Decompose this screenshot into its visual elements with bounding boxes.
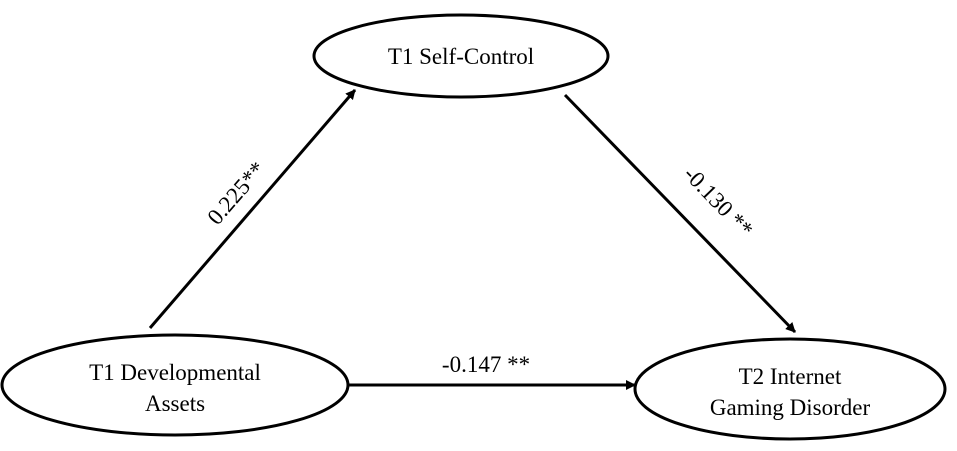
node-self-control-label: T1 Self-Control bbox=[388, 44, 534, 69]
edge-self-control-to-gaming bbox=[563, 93, 797, 334]
edge-label-self-control-to-gaming: -0.130 ** bbox=[679, 161, 758, 242]
node-self-control: T1 Self-Control bbox=[312, 13, 610, 99]
node-developmental-assets: T1 Developmental Assets bbox=[0, 333, 350, 437]
node-internet-gaming-disorder: T2 Internet Gaming Disorder bbox=[633, 337, 947, 441]
node-internet-gaming-disorder-label-line2: Gaming Disorder bbox=[710, 395, 871, 420]
edge-label-assets-to-self-control: 0.225** bbox=[202, 157, 270, 230]
node-internet-gaming-disorder-label-line1: T2 Internet bbox=[739, 364, 842, 389]
node-developmental-assets-label-line1: T1 Developmental bbox=[89, 360, 261, 385]
edge-assets-to-self-control bbox=[148, 89, 357, 329]
edge-label-assets-to-gaming: -0.147 ** bbox=[442, 352, 530, 377]
node-developmental-assets-label-line2: Assets bbox=[145, 391, 205, 416]
